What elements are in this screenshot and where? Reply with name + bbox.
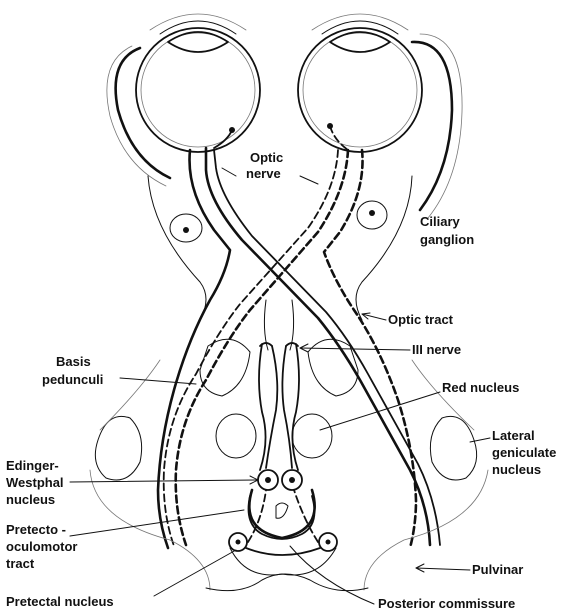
label-edinger-westphal-line3: nucleus: [6, 492, 55, 507]
label-ciliary-ganglion-line1: Ciliary: [420, 214, 461, 229]
label-optic-tract: Optic tract: [388, 312, 454, 327]
label-basis-pedunculi-line1: Basis: [56, 354, 91, 369]
brainstem-nuclei: [229, 470, 337, 555]
label-lateral-geniculate-line1: Lateral: [492, 428, 535, 443]
label-edinger-westphal-line2: Westphal: [6, 475, 64, 490]
labels: Optic nerve Ciliary ganglion Optic tract…: [6, 150, 556, 611]
label-optic-nerve-line2: nerve: [246, 166, 281, 181]
right-eye: [298, 14, 462, 218]
label-basis-pedunculi-line2: pedunculi: [42, 372, 103, 387]
label-pretecto-oculomotor-line1: Pretecto -: [6, 522, 66, 537]
label-red-nucleus: Red nucleus: [442, 380, 519, 395]
label-pulvinar: Pulvinar: [472, 562, 523, 577]
label-ciliary-ganglion-line2: ganglion: [420, 232, 474, 247]
label-posterior-commissure: Posterior commissure: [378, 596, 515, 611]
label-iii-nerve: III nerve: [412, 342, 461, 357]
label-pretecto-oculomotor-line3: tract: [6, 556, 35, 571]
label-lateral-geniculate-line2: geniculate: [492, 445, 556, 460]
optic-pathways: [148, 148, 440, 548]
ciliary-ganglion-left: [170, 214, 202, 242]
label-lateral-geniculate-line3: nucleus: [492, 462, 541, 477]
label-pretectal-nucleus: Pretectal nucleus: [6, 594, 114, 609]
left-eye: [107, 14, 260, 186]
label-pretecto-oculomotor-line2: oculomotor: [6, 539, 78, 554]
label-optic-nerve-line1: Optic: [250, 150, 283, 165]
label-edinger-westphal-line1: Edinger-: [6, 458, 59, 473]
